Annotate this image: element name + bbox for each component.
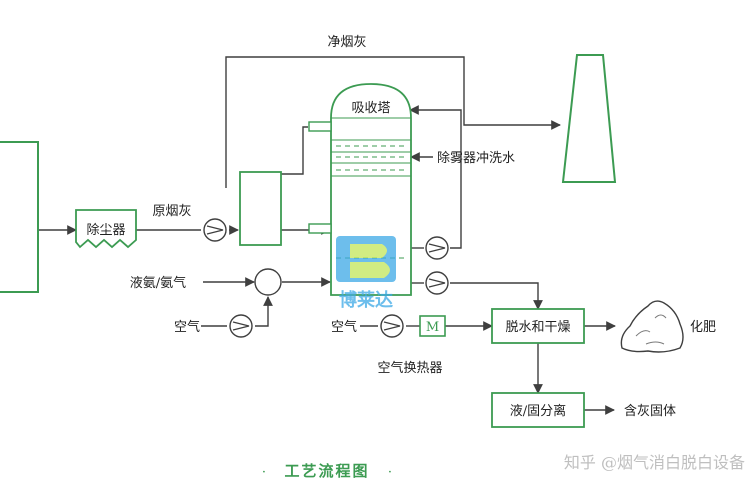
absorber-label: 吸收塔: [351, 101, 390, 116]
pipelines: [38, 56, 616, 415]
label-air-left: 空气: [174, 319, 200, 335]
pumps: [203, 218, 449, 338]
pipe-absorber-top-to-prescrubber: [281, 126, 308, 175]
label-air-heat-exchanger: 空气换热器: [377, 360, 442, 376]
pipe-upper-recirculation: [409, 105, 462, 249]
heat-exchanger-symbol: M: [426, 320, 439, 335]
label-mist-wash-water: 除雾器冲洗水: [437, 151, 515, 166]
pipe-slurry-to-dewater: [450, 282, 543, 310]
separator-box: [491, 392, 585, 428]
diagram-title: 工艺流程图: [284, 462, 369, 480]
pipe-clean-flue-gas-to-stack: [225, 56, 561, 188]
watermark-text: 知乎 @烟气消白脱白设备: [564, 453, 745, 472]
prescrubber-body: [239, 171, 282, 246]
mixer-circle: [254, 268, 282, 296]
flow-labels: 净烟灰 除雾器冲洗水 原烟灰 液氨/氨气 空气 空气 空气换热器 化肥 含灰固体: [130, 35, 716, 419]
heat-exchanger-body: [419, 315, 446, 337]
liquid-solid-separator: 液/固分离: [491, 392, 585, 428]
label-raw-flue-gas: 原烟灰: [152, 204, 191, 219]
ammonia-mixer: [254, 268, 282, 296]
title-right-dot: ·: [388, 465, 392, 480]
dewater-dryer: 脱水和干燥: [491, 308, 585, 344]
air-heat-exchanger: M: [419, 315, 446, 337]
logo-text: 博莱达: [339, 289, 393, 311]
second-air-blower: [380, 314, 404, 338]
label-fertilizer: 化肥: [690, 320, 716, 335]
stack-body: [561, 54, 617, 183]
fertilizer-pile-outline: [620, 300, 684, 353]
mist-eliminator-layers: [331, 139, 411, 177]
dewater-dryer-label: 脱水和干燥: [505, 320, 570, 335]
fertilizer-pile: [620, 300, 684, 353]
logo-mark-right: [350, 244, 390, 278]
boiler-body: [0, 141, 39, 293]
label-air-right: 空气: [331, 319, 357, 335]
dust-collector-body: [75, 209, 137, 249]
upper-recirculation-pump: [425, 236, 449, 260]
dust-collector-label: 除尘器: [86, 223, 125, 238]
dust-collector: 除尘器: [75, 209, 137, 249]
label-clean-flue-gas: 净烟灰: [327, 35, 366, 50]
absorber-top-outlet: [308, 121, 332, 132]
label-ammonia: 液氨/氨气: [130, 275, 186, 291]
slurry-pump: [425, 271, 449, 295]
absorber-gas-inlet: [308, 223, 332, 234]
fertilizer-pile-texture: [635, 314, 667, 345]
flue-gas-fan: [203, 218, 227, 242]
title-left-dot: ·: [262, 465, 266, 480]
label-ash-solid: 含灰固体: [624, 403, 676, 419]
prescrubber: [239, 171, 282, 246]
brand-logo: 博莱达: [336, 236, 396, 311]
pipe-blower-to-mixer: [255, 296, 273, 327]
stack: [561, 54, 617, 183]
separator-label: 液/固分离: [510, 403, 566, 419]
dewater-dryer-box: [491, 308, 585, 344]
air-blower: [229, 314, 253, 338]
boiler: [0, 141, 39, 293]
